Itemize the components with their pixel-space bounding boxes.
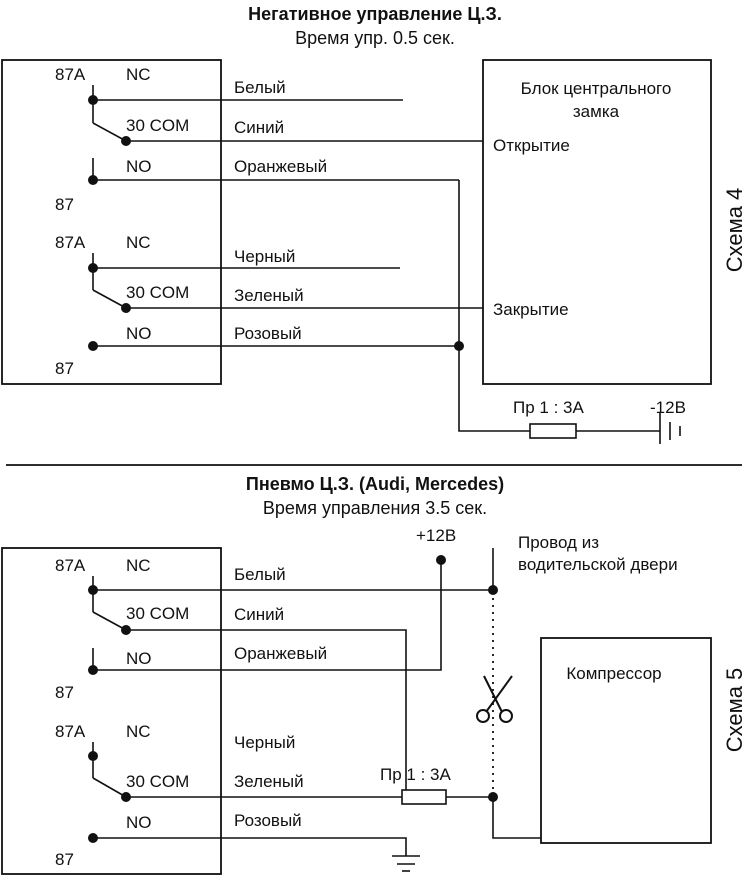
- scheme5-wire-orange-label: Оранжевый: [234, 644, 327, 663]
- scheme4-relay2-no: NO: [126, 324, 152, 343]
- scheme5-relay2-com: 30 COM: [126, 772, 189, 791]
- scheme5-compressor-box: [540, 637, 712, 844]
- scheme5-relay2-no: NO: [126, 813, 152, 832]
- scheme5-wire-blue-label: Синий: [234, 605, 284, 624]
- scheme4-wire-pink-label: Розовый: [234, 324, 302, 343]
- scheme5-wire-pink: [93, 837, 407, 856]
- scheme5-compressor-label: Компрессор: [566, 664, 661, 683]
- scheme5-relay1-87a: 87A: [55, 556, 86, 575]
- scheme4-relay1-87: 87: [55, 195, 74, 214]
- scheme5-wire-pink-label: Розовый: [234, 811, 302, 830]
- scheme5-relay1-nc: NC: [126, 556, 151, 575]
- scheme4-relay1-com: 30 COM: [126, 116, 189, 135]
- scheme4-open-label: Открытие: [493, 136, 570, 155]
- scheme4-relay2-87: 87: [55, 359, 74, 378]
- scheme4-close-label: Закрытие: [493, 300, 569, 319]
- scheme5-fuse-label: Пр 1 : 3А: [380, 765, 451, 784]
- scheme4-relay1-nc: NC: [126, 65, 151, 84]
- scheme5-relay1-no: NO: [126, 649, 152, 668]
- scheme5-plus12-node: [436, 555, 446, 565]
- scheme4-wire-black-label: Черный: [234, 247, 295, 266]
- scheme4-relay2-87a: 87A: [55, 233, 86, 252]
- scheme5-relay1-87: 87: [55, 683, 74, 702]
- scheme5-wire-green-label: Зеленый: [234, 772, 304, 791]
- scheme4-wire-green-label: Зеленый: [234, 286, 304, 305]
- scheme5-relay2-nc: NC: [126, 722, 151, 741]
- scheme4-lock-unit-label-1: Блок центрального: [521, 79, 672, 98]
- scheme4-wire-white-label: Белый: [234, 78, 286, 97]
- scheme5-side-label: Схема 5: [722, 668, 747, 753]
- scheme4-relay1-no: NO: [126, 157, 152, 176]
- scheme4-relay-box: [1, 59, 222, 385]
- scheme5-wire-orange: [93, 560, 442, 671]
- scheme5-fuse: [401, 789, 447, 805]
- scheme5-relay-box: [1, 547, 222, 875]
- scheme5-wire-black-label: Черный: [234, 733, 295, 752]
- scheme4-relay2-com: 30 COM: [126, 283, 189, 302]
- scheme5-relay2-87: 87: [55, 850, 74, 869]
- scissors-icon: [476, 675, 513, 723]
- scheme4-side-label: Схема 4: [722, 188, 747, 273]
- scheme5-wire-white-label: Белый: [234, 565, 286, 584]
- scheme4-title: Негативное управление Ц.З.: [248, 4, 502, 24]
- scheme4-minus12-label: -12В: [650, 398, 686, 417]
- scheme5-plus12-label: +12В: [416, 526, 456, 545]
- scheme4-fuse: [529, 423, 577, 439]
- scheme5-wire-blue: [126, 629, 407, 797]
- scheme4-wire-orange-label: Оранжевый: [234, 157, 327, 176]
- scheme4-relay2-nc: NC: [126, 233, 151, 252]
- scheme5-door-wire-label-1: Провод из: [518, 533, 599, 552]
- scheme4-wire-blue-label: Синий: [234, 118, 284, 137]
- scheme4-fuse-label: Пр 1 : 3А: [513, 398, 584, 417]
- scheme4-relay1-87a: 87A: [55, 65, 86, 84]
- scheme4-lock-unit-label-2: замка: [573, 102, 620, 121]
- scheme5-relay2-87a: 87A: [55, 722, 86, 741]
- scheme5-subtitle: Время управления 3.5 сек.: [263, 498, 487, 518]
- scheme5-door-wire-label-2: водительской двери: [518, 555, 678, 574]
- scheme5-title: Пневмо Ц.З. (Audi, Mercedes): [246, 474, 504, 494]
- scheme5-relay1-com: 30 COM: [126, 604, 189, 623]
- scheme4-subtitle: Время упр. 0.5 сек.: [295, 28, 455, 48]
- scheme4-lock-unit-box: [482, 59, 712, 385]
